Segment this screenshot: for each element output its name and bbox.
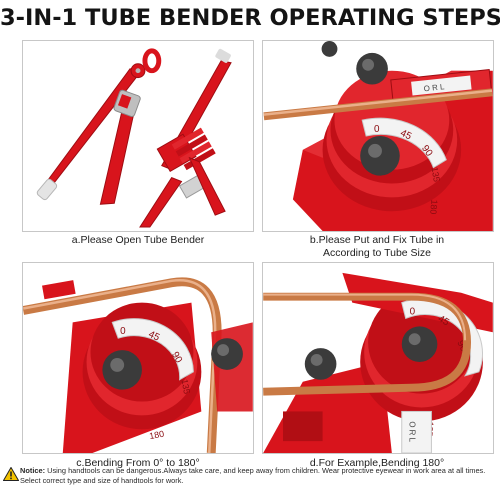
die-mark-zero: 0 (374, 124, 380, 135)
step-d-caption: d.For Example,Bending 180° (309, 457, 445, 469)
step-c-caption: c.Bending From 0° to 180° (76, 457, 200, 469)
die-letters: O R L (423, 82, 445, 93)
step-a-caption: a.Please Open Tube Bender (71, 234, 205, 246)
die-mark-180: 180 (148, 429, 164, 441)
bending-180-illustration: 0 45 90 135 180 O R L (263, 263, 493, 453)
bending-illustration: 0 45 90 135 180 (23, 263, 253, 453)
step-a-image (22, 40, 254, 232)
step-b-caption-line1: b.Please Put and Fix Tube in (309, 234, 445, 246)
page-title: 3-IN-1 TUBE BENDER OPERATING STEPS (0, 5, 500, 31)
notice-text-block: Notice: Using handtools can be dangerous… (20, 466, 498, 486)
tube-fixed-illustration: 0 45 90 135 180 O R L (263, 41, 493, 231)
die-mark-zero: 0 (120, 326, 126, 337)
die-mark-180: 180 (428, 199, 439, 215)
die-mark-45: 45 (147, 329, 162, 344)
open-tube-bender-illustration (23, 41, 253, 231)
step-b-image: 0 45 90 135 180 O R L (262, 40, 494, 232)
die-mark-45: 45 (399, 128, 414, 143)
die-mark-135: 135 (180, 378, 192, 394)
notice-label: Notice: (20, 466, 46, 475)
die-letters: O R L (408, 421, 417, 442)
notice-body: Using handtools can be dangerous.Always … (20, 466, 486, 485)
die-mark-zero: 0 (410, 306, 416, 317)
die-mark-135: 135 (429, 166, 441, 182)
step-d-image: 0 45 90 135 180 O R L (262, 262, 494, 454)
warning-icon (3, 467, 19, 481)
step-b-caption-line2: According to Tube Size (323, 247, 431, 259)
step-c-image: 0 45 90 135 180 (22, 262, 254, 454)
step-b-caption: b.Please Put and Fix Tube in According t… (257, 234, 497, 260)
safety-notice: Notice: Using handtools can be dangerous… (0, 466, 500, 500)
